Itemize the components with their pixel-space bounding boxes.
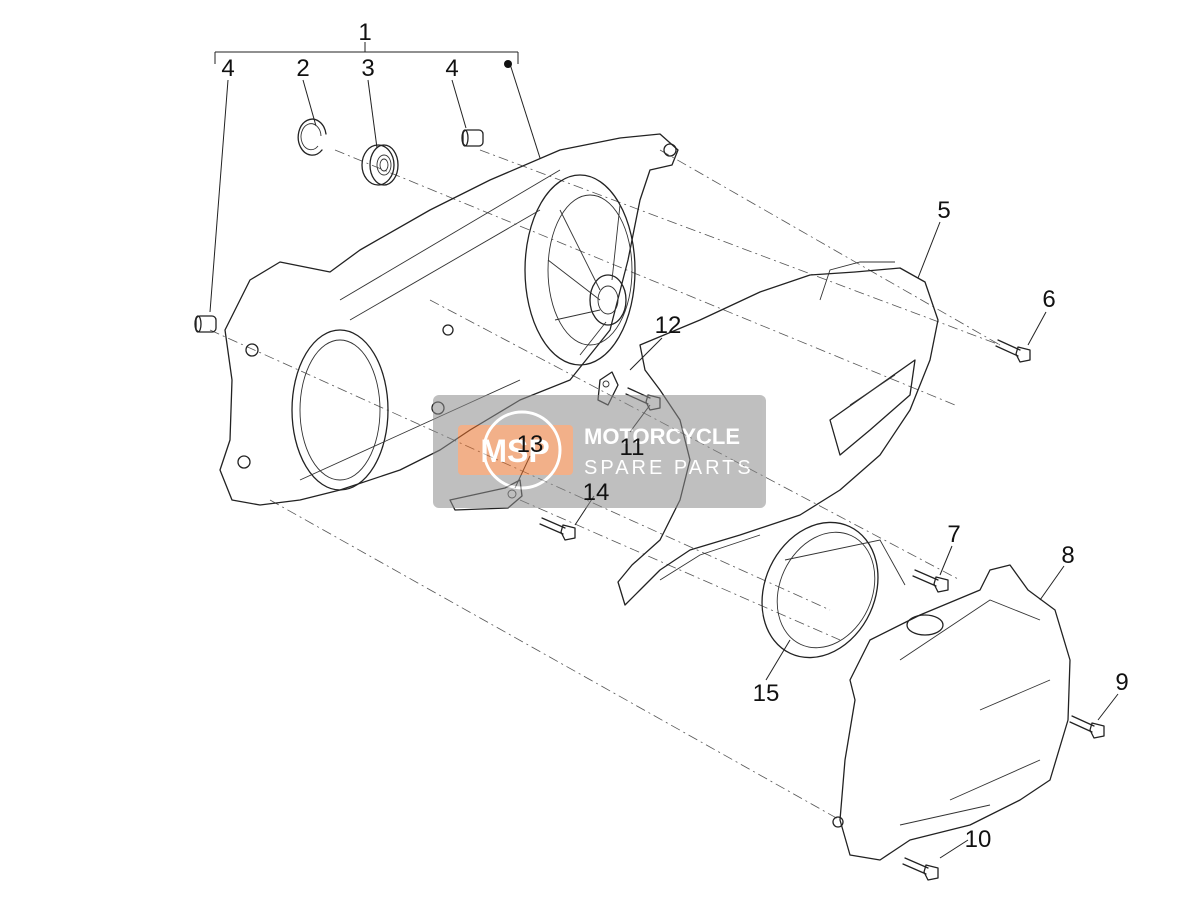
callout-2: 2: [296, 55, 309, 82]
circlip: [297, 118, 327, 156]
dowel-pin-left: [194, 315, 217, 333]
screw-14: [539, 517, 576, 541]
transmission-cover: [219, 133, 679, 506]
watermark-box: [433, 395, 766, 508]
watermark-line2: SPARE PARTS: [584, 457, 754, 479]
callout-3: 3: [361, 55, 374, 82]
screw-7: [912, 569, 949, 593]
callout-4-right: 4: [445, 55, 458, 82]
screw-6: [995, 339, 1031, 363]
dowel-pin-right: [461, 129, 484, 147]
callout-11: 11: [620, 434, 645, 461]
screw-10: [902, 857, 939, 881]
screw-9: [1069, 715, 1105, 739]
callout-8: 8: [1061, 542, 1074, 569]
bearing: [361, 144, 399, 186]
callout-9: 9: [1115, 669, 1128, 696]
callout-15: 15: [753, 680, 780, 707]
group-bracket: [214, 42, 519, 64]
callout-10: 10: [965, 826, 992, 853]
callout-6: 6: [1042, 286, 1055, 313]
globe-icon: [482, 410, 562, 490]
cover-lid: [832, 564, 1071, 861]
watermark-logo: MSP: [480, 433, 549, 469]
callout-13: 13: [517, 431, 544, 458]
callout-1: 1: [358, 19, 371, 46]
callout-14: 14: [583, 479, 610, 506]
callout-5: 5: [937, 197, 950, 224]
air-duct-ring: [761, 521, 906, 659]
watermark: MSP MOTORCYCLE SPARE PARTS: [433, 395, 766, 508]
callout-7: 7: [947, 521, 960, 548]
group-marker-dot: [504, 60, 512, 68]
callout-labels: 1 4 2 3 4 5 6 12 11 13 14 7 8 15 9 10: [221, 19, 1128, 853]
watermark-line1: MOTORCYCLE: [584, 424, 740, 449]
callout-4-left: 4: [221, 55, 234, 82]
callout-12: 12: [655, 312, 682, 339]
